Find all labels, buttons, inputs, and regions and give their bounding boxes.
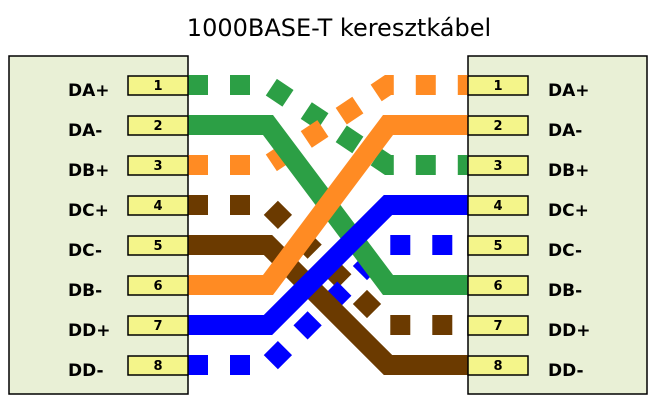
right-pin-6-signal-label: DB-	[548, 281, 582, 301]
right-pin-8-signal-label: DD-	[548, 361, 584, 381]
wire-blue-solid	[188, 195, 468, 335]
right-pin-8-box	[467, 355, 529, 376]
left-pin-6-box	[127, 275, 189, 296]
right-pin-1-box	[467, 75, 529, 96]
right-pin-3-number: 3	[493, 159, 502, 174]
left-pin-3-number: 3	[153, 159, 162, 174]
left-pin-7-number: 7	[153, 319, 162, 334]
left-pin-5-box	[127, 235, 189, 256]
left-connector-body	[8, 55, 189, 395]
pins-layer: 1 DA+ 2 DA- 3 DB+ 4 DC+ 5 DC- 6 DB- 7 DD+ 8 DD- 1 DA+ 2 DA-…	[68, 75, 590, 381]
left-pin-6-number: 6	[153, 279, 162, 294]
wire-brown-solid	[188, 235, 468, 375]
wire-orange-stripe	[188, 75, 468, 175]
left-pin-3-signal-label: DB+	[68, 161, 109, 181]
right-pin-4-box	[467, 195, 529, 216]
left-pin-8-box	[127, 355, 189, 376]
right-pin-2-signal-label: DA-	[548, 121, 582, 141]
wire-orange-solid	[188, 115, 468, 295]
left-pin-2-number: 2	[153, 119, 162, 134]
left-pin-4-signal-label: DC+	[68, 201, 109, 221]
left-pin-3-box	[127, 155, 189, 176]
left-pin-1-box	[127, 75, 189, 96]
right-pin-5-signal-label: DC-	[548, 241, 582, 261]
right-pin-3-box	[467, 155, 529, 176]
right-pin-3-signal-label: DB+	[548, 161, 589, 181]
right-pin-4-number: 4	[493, 199, 502, 214]
right-pin-7-box	[467, 315, 529, 336]
right-pin-5-number: 5	[493, 239, 502, 254]
right-pin-5-box	[467, 235, 529, 256]
right-pin-4-signal-label: DC+	[548, 201, 589, 221]
left-pin-6-signal-label: DB-	[68, 281, 102, 301]
right-connector-body	[467, 55, 648, 395]
left-pin-2-signal-label: DA-	[68, 121, 102, 141]
left-pin-7-signal-label: DD+	[68, 321, 110, 341]
left-pin-5-signal-label: DC-	[68, 241, 102, 261]
right-pin-2-number: 2	[493, 119, 502, 134]
left-pin-1-signal-label: DA+	[68, 81, 110, 101]
wire-green-stripe	[188, 75, 468, 175]
diagram-title: 1000BASE-T keresztkábel	[187, 14, 491, 42]
left-pin-5-number: 5	[153, 239, 162, 254]
left-pin-1-number: 1	[153, 79, 162, 94]
left-pin-4-box	[127, 195, 189, 216]
wires-layer	[188, 75, 468, 375]
right-pin-7-signal-label: DD+	[548, 321, 590, 341]
left-pin-8-signal-label: DD-	[68, 361, 104, 381]
right-pin-6-box	[467, 275, 529, 296]
left-pin-7-box	[127, 315, 189, 336]
right-pin-2-box	[467, 115, 529, 136]
right-pin-1-number: 1	[493, 79, 502, 94]
left-pin-8-number: 8	[153, 359, 162, 374]
left-pin-4-number: 4	[153, 199, 162, 214]
right-pin-6-number: 6	[493, 279, 502, 294]
right-pin-8-number: 8	[493, 359, 502, 374]
right-pin-1-signal-label: DA+	[548, 81, 590, 101]
right-pin-7-number: 7	[493, 319, 502, 334]
left-pin-2-box	[127, 115, 189, 136]
